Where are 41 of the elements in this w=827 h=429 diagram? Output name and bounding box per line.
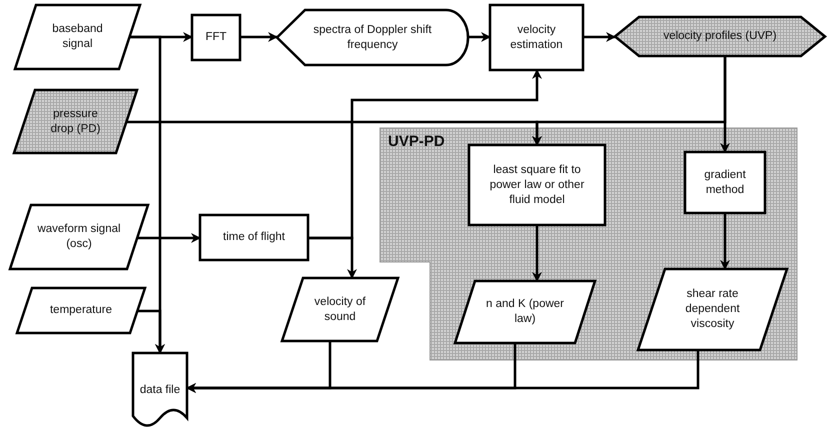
hexagon-shape [615, 17, 825, 56]
node-label: shear rate dependent viscosity [684, 287, 741, 332]
arrow [308, 236, 357, 279]
data-parallelogram [14, 90, 137, 153]
process-box [469, 145, 605, 225]
data-parallelogram [17, 288, 145, 333]
data-parallelogram [10, 205, 148, 269]
node-label: n and K (power law) [485, 297, 565, 327]
node-label: pressure drop (PD) [50, 106, 102, 136]
process-box [490, 5, 583, 70]
shaded-region [380, 128, 797, 360]
node-label: velocity profiles (UVP) [662, 29, 778, 44]
arrow [137, 310, 165, 354]
arrow [186, 350, 700, 393]
node-label: velocity estimation [509, 22, 564, 52]
node-label: spectra of Doppler shift frequency [312, 22, 433, 52]
arrow [532, 225, 542, 282]
node-label: FFT [204, 30, 228, 45]
node-label: data file [138, 383, 182, 398]
node-label: temperature [48, 303, 113, 318]
display-shape [277, 10, 468, 65]
arrow [720, 56, 730, 153]
arrow [137, 233, 201, 243]
arrow [468, 32, 491, 42]
node-label: gradient method [703, 168, 747, 198]
data-parallelogram [282, 278, 398, 341]
node-label: waveform signal (osc) [36, 222, 122, 252]
process-box [685, 152, 765, 213]
document-shape [133, 353, 187, 428]
data-parallelogram [638, 269, 787, 350]
arrow [583, 32, 616, 42]
data-parallelogram [15, 5, 140, 69]
group-heading: UVP-PD [388, 133, 445, 150]
node-label: baseband signal [51, 22, 104, 52]
process-box [200, 215, 308, 260]
arrow [720, 213, 730, 270]
process-box [192, 15, 240, 60]
node-label: time of flight [222, 230, 286, 245]
node-label: least square fit to power law or other fluid model [488, 162, 586, 208]
arrow [240, 32, 278, 42]
node-label: velocity of sound [313, 294, 367, 324]
